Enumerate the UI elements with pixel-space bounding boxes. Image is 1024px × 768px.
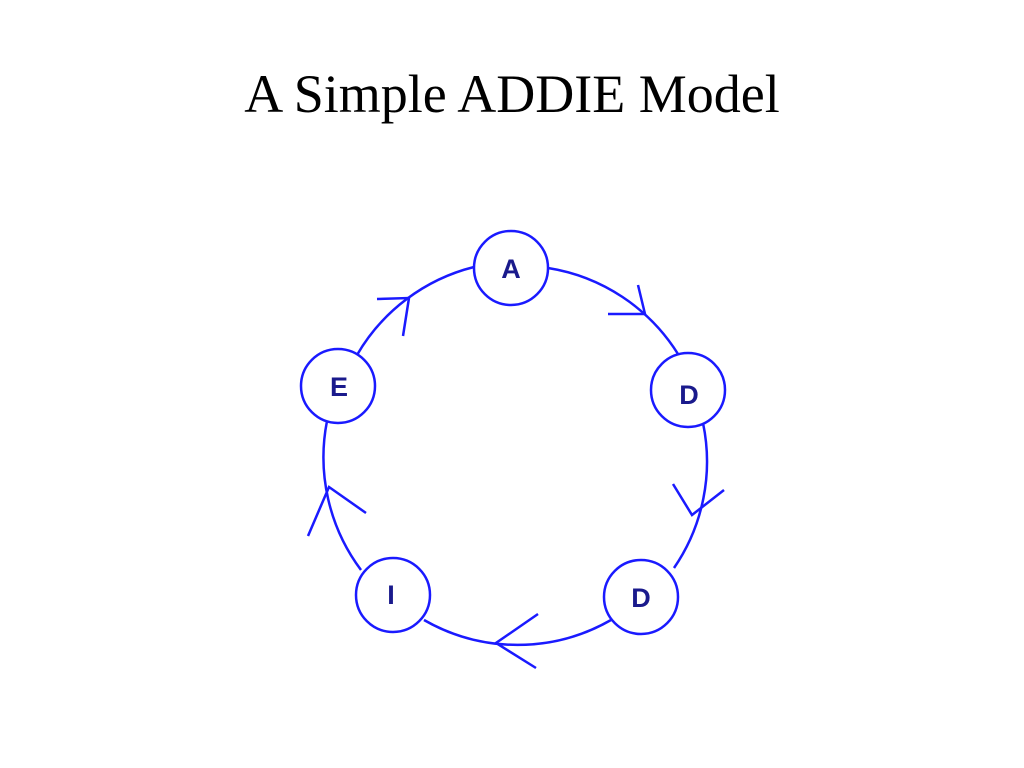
arrowhead-icon (608, 284, 647, 316)
node-label: I (387, 580, 395, 610)
cycle-arc (322, 420, 363, 571)
node-analysis: A (472, 229, 550, 307)
arrowhead-icon (493, 612, 539, 670)
node-label: E (330, 372, 348, 402)
node-label: D (679, 380, 699, 410)
arrowhead-icon (671, 483, 725, 517)
node-development: D (602, 558, 680, 636)
cycle-arc (672, 422, 709, 569)
node-implementation: I (354, 556, 432, 634)
arrowhead-icon (306, 485, 367, 537)
node-label: A (501, 254, 521, 284)
arrowhead-icon (376, 296, 411, 337)
node-evaluation: E (299, 347, 377, 425)
node-design: D (649, 351, 727, 429)
cycle-arc (355, 265, 475, 356)
node-label: D (631, 583, 651, 613)
slide-title: A Simple ADDIE Model (244, 64, 780, 124)
cycle-arc (547, 266, 680, 355)
cycle-arc (423, 618, 612, 647)
